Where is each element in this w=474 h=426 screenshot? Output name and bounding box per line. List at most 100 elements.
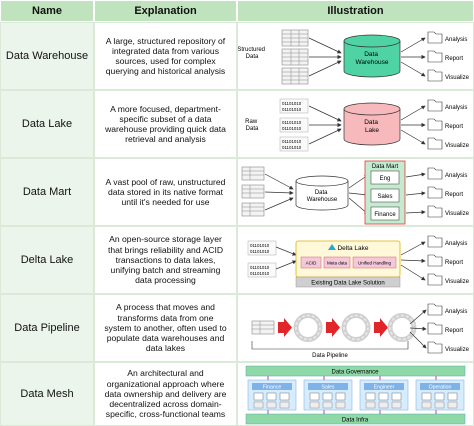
pipeline-ring <box>293 313 323 342</box>
svg-text:Finance: Finance <box>263 385 282 391</box>
pipeline-source-table-icon <box>251 320 275 335</box>
pipeline-ring <box>341 313 371 342</box>
infra-label: Data Infra <box>342 418 369 424</box>
row-explanation-data-mesh: An architectural and organizational appr… <box>94 362 237 426</box>
svg-text:01101010: 01101010 <box>282 101 302 106</box>
governance-label: Data Governance <box>331 370 379 376</box>
folder-icon <box>427 167 443 180</box>
folder-icon <box>427 137 443 150</box>
row-explanation-data-lake: A more focused, department-specific subs… <box>94 90 237 158</box>
folder-icon <box>427 303 443 316</box>
data-mart-box: Data Mart Eng Sales Finance <box>364 160 406 225</box>
warehouse-cylinder: Data Warehouse <box>343 34 401 78</box>
output-label-visualize: Visualize <box>445 279 470 285</box>
output-label-report: Report <box>445 124 463 130</box>
source-table-icon-1 <box>241 166 265 181</box>
svg-text:01101010: 01101010 <box>282 126 302 131</box>
delta-icon <box>328 244 336 250</box>
pipeline-label: Data Pipeline <box>312 353 348 359</box>
mart-eng: Eng <box>380 176 391 182</box>
feature-acid: ACID <box>306 261 318 266</box>
output-label-analysis: Analysis <box>445 105 467 111</box>
lake-cylinder: Data Lake <box>343 102 401 146</box>
feature-unified: Unified Handling <box>358 261 392 266</box>
input-label-raw: Raw Data <box>245 119 259 132</box>
output-label-visualize: Visualize <box>445 347 470 353</box>
pipeline-bracket <box>251 341 409 350</box>
mart-warehouse-cylinder: Data Warehouse <box>295 175 349 211</box>
folder-icon <box>427 99 443 112</box>
row-name-data-lake: Data Lake <box>0 90 94 158</box>
existing-lake-label: Existing Data Lake Solution <box>311 281 384 287</box>
structured-table-icon-1 <box>281 29 309 47</box>
output-label-visualize: Visualize <box>445 211 470 217</box>
svg-text:Sales: Sales <box>322 385 335 391</box>
folder-icon <box>427 254 443 267</box>
source-table-icon-2 <box>241 184 265 199</box>
domain-operation: Operation <box>415 376 465 414</box>
header-illustration: Illustration <box>237 0 474 22</box>
folder-icon <box>427 273 443 286</box>
output-label-analysis: Analysis <box>445 309 467 315</box>
row-name-data-mart: Data Mart <box>0 158 94 226</box>
row-explanation-data-warehouse: A large, structured repository of integr… <box>94 22 237 90</box>
pipeline-arrow <box>278 318 292 337</box>
svg-text:Engineer: Engineer <box>374 385 395 391</box>
svg-text:01101010: 01101010 <box>282 139 302 144</box>
structured-table-icon-3 <box>281 67 309 85</box>
illustration-data-warehouse: Structured Data Data <box>237 22 474 90</box>
svg-text:01101010: 01101010 <box>250 243 270 248</box>
illustration-data-mart: Data Warehouse Data Mart Eng Sales Finan… <box>237 158 474 226</box>
governance-bar <box>245 365 466 377</box>
pipeline-ring <box>387 313 417 342</box>
folder-icon <box>427 69 443 82</box>
illustration-data-mesh: Data Governance Finance Sales Engineer Oper… <box>237 362 474 426</box>
output-label-report: Report <box>445 260 463 266</box>
domain-engineer: Engineer <box>359 376 409 414</box>
folder-icon <box>427 205 443 218</box>
folder-icon <box>427 31 443 44</box>
header-explanation: Explanation <box>94 0 237 22</box>
svg-text:01101010: 01101010 <box>282 107 302 112</box>
pipeline-arrow <box>326 318 340 337</box>
row-explanation-data-pipeline: A process that moves and transforms data… <box>94 294 237 362</box>
svg-text:01101010: 01101010 <box>282 120 302 125</box>
feature-metadata: Meta data <box>327 261 348 266</box>
existing-lake-bar <box>295 276 401 288</box>
output-label-analysis: Analysis <box>445 37 467 43</box>
svg-text:Data Mart: Data Mart <box>372 164 399 170</box>
folder-icon <box>427 322 443 335</box>
output-label-report: Report <box>445 192 463 198</box>
input-label-structured: Structured Data <box>238 47 267 60</box>
folder-icon <box>427 235 443 248</box>
folder-icon <box>427 341 443 354</box>
folder-icon <box>427 186 443 199</box>
structured-table-icon-2 <box>281 48 309 66</box>
svg-text:Delta Lake: Delta Lake <box>337 245 368 252</box>
row-explanation-delta-lake: An open-source storage layer that brings… <box>94 226 237 294</box>
output-label-report: Report <box>445 328 463 334</box>
svg-text:01101010: 01101010 <box>250 265 270 270</box>
row-name-data-warehouse: Data Warehouse <box>0 22 94 90</box>
svg-text:01101010: 01101010 <box>282 145 302 150</box>
domain-finance: Finance <box>247 376 297 414</box>
delta-lake-box: Delta Lake ACID Meta data Unified Handli… <box>295 240 401 278</box>
svg-text:Data Warehouse: Data Warehouse <box>307 190 338 203</box>
output-label-analysis: Analysis <box>445 241 467 247</box>
mart-sales: Sales <box>377 194 392 200</box>
svg-text:Operation: Operation <box>429 385 452 391</box>
output-label-report: Report <box>445 56 463 62</box>
source-table-icon-3 <box>241 202 265 217</box>
svg-text:01101010: 01101010 <box>250 249 270 254</box>
svg-text:Data Warehouse: Data Warehouse <box>356 51 389 66</box>
header-name: Name <box>0 0 94 22</box>
row-name-delta-lake: Delta Lake <box>0 226 94 294</box>
domain-sales: Sales <box>303 376 353 414</box>
